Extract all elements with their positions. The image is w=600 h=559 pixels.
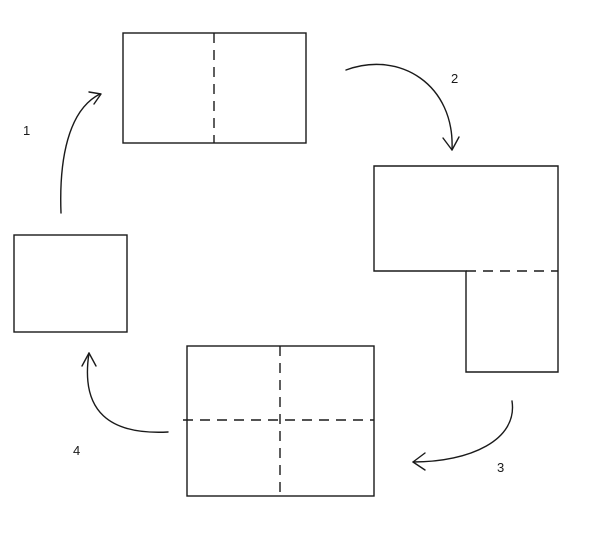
quarter-fold-sheet — [183, 345, 375, 497]
arrow-step-2 — [345, 63, 460, 151]
arrow-step-3-curve — [412, 400, 514, 463]
arrow-step-1-curve — [60, 93, 101, 214]
step-label-1: 1 — [23, 123, 30, 138]
half-fold-sheet — [122, 32, 307, 144]
arrow-step-4-head — [81, 352, 97, 367]
arrow-step-2-curve — [345, 63, 453, 151]
arrow-step-3 — [412, 400, 514, 471]
step-label-4: 4 — [73, 443, 80, 458]
step-label-3: 3 — [497, 460, 504, 475]
arrow-step-2-head — [442, 136, 460, 151]
arrow-step-4 — [81, 352, 169, 433]
step-label-2: 2 — [451, 71, 458, 86]
l-shape-sheet-outline — [373, 165, 559, 373]
arrow-step-3-head — [412, 452, 426, 471]
arrow-step-4-curve — [86, 352, 169, 433]
arrow-step-1 — [60, 91, 102, 214]
small-sheet — [13, 234, 128, 333]
l-shape-sheet — [373, 165, 559, 373]
arrow-step-1-head — [88, 91, 102, 105]
